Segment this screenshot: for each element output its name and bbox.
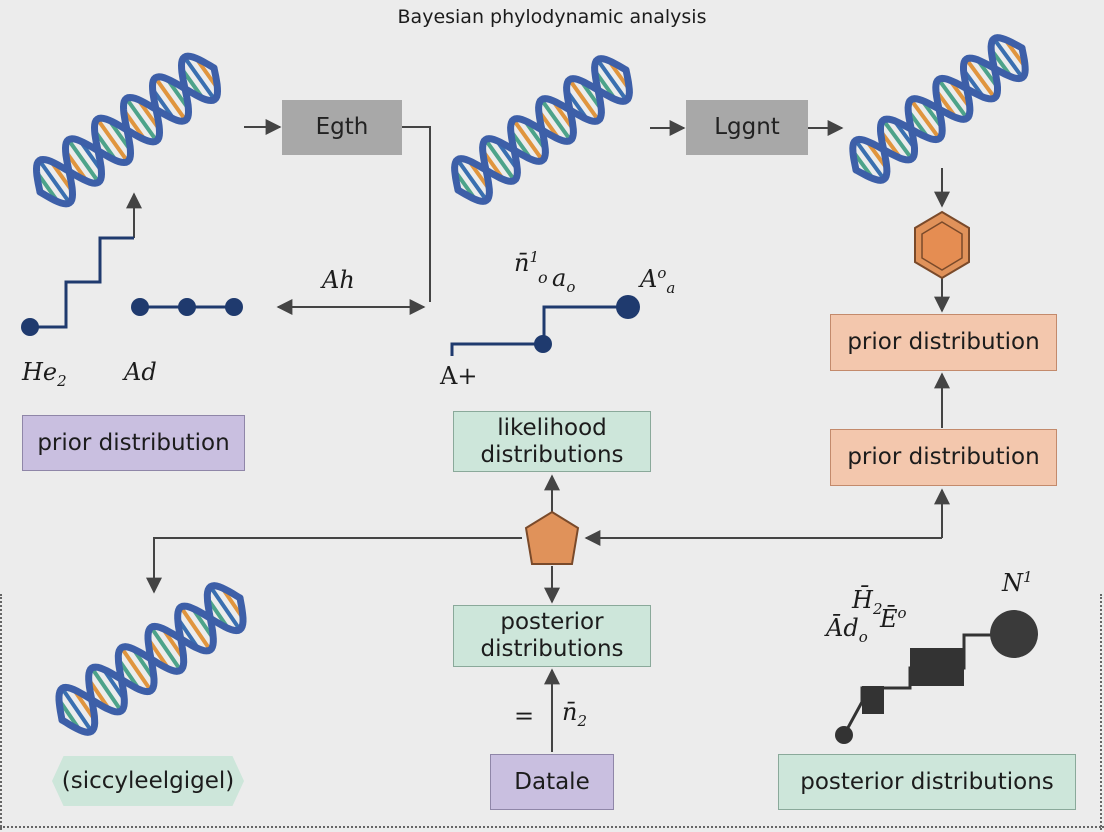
box-egth: Egth xyxy=(282,100,402,155)
dna-base-pair xyxy=(511,117,545,163)
label-N1: N1 xyxy=(1002,568,1033,597)
step-graph-bottom-right xyxy=(835,610,1038,744)
box-posterior-distributions-right: posterior distributions xyxy=(778,754,1076,810)
dna-base-pair xyxy=(119,645,153,693)
box-datale: Datale xyxy=(490,754,614,810)
dna-base-pair xyxy=(208,584,242,632)
box-prior-distribution-right-mid: prior distribution xyxy=(830,429,1057,486)
dna-base-pair xyxy=(853,138,887,182)
dna-backbone xyxy=(451,66,633,194)
label-equals: = xyxy=(514,702,535,730)
label-ah: Ah xyxy=(322,266,355,294)
label-a-o: ao xyxy=(552,264,576,296)
dna-base-pair xyxy=(66,137,101,185)
label-Ad-o: Ādo xyxy=(826,614,868,646)
dna-base-pair xyxy=(991,36,1025,80)
box-posterior-distributions-center: posterior distributions xyxy=(453,605,651,667)
box-lggnt: Lggnt xyxy=(686,100,808,155)
box-prior-distribution-right-top: prior distribution xyxy=(830,314,1057,371)
label-H2: H̄2 xyxy=(852,586,883,618)
dna-base-pair xyxy=(182,55,217,102)
dna-backbone xyxy=(849,44,1029,174)
node-left-root xyxy=(21,318,39,336)
label-n2: n̄2 xyxy=(562,698,588,730)
arrow-hexagon-to-left xyxy=(146,537,522,594)
label-n1: n̄1 xyxy=(514,248,540,277)
box-siccyleelgigel: (siccyleelgigel) xyxy=(52,756,244,806)
dna-base-pair xyxy=(908,97,942,141)
dna-base-pair xyxy=(936,77,970,121)
label-o-sub: o xyxy=(538,268,548,287)
dna-helix-top-center xyxy=(451,55,633,205)
dna-base-pair xyxy=(178,605,213,652)
dna-base-pair xyxy=(149,625,183,673)
frame-right-edge xyxy=(1100,594,1104,830)
dna-base-pair xyxy=(95,117,130,164)
frame-left-edge xyxy=(0,594,4,830)
hexagon-icon-right xyxy=(914,210,970,280)
dna-base-pair xyxy=(483,137,517,183)
box-likelihood-distributions: likelihood distributions xyxy=(453,411,651,472)
step-tree-left xyxy=(30,236,134,329)
dna-helix-bottom-left xyxy=(55,582,247,736)
node-center-b xyxy=(616,295,640,319)
dna-base-pair xyxy=(153,75,188,123)
dna-base-pair xyxy=(455,157,489,203)
label-A-o-a: Aoa xyxy=(640,264,676,297)
dna-backbone xyxy=(32,64,222,196)
dna-base-pair xyxy=(60,686,94,734)
frame-bottom-edge xyxy=(0,826,1104,828)
pentagon-icon-center xyxy=(524,510,580,565)
connector-egth-down xyxy=(402,126,431,302)
dna-base-pair xyxy=(964,57,997,100)
label-ad: Ad xyxy=(124,358,157,386)
diagram-title: Bayesian phylodynamic analysis xyxy=(397,6,707,28)
dna-base-pair xyxy=(567,77,601,123)
dna-backbone xyxy=(55,594,247,724)
dna-base-pair xyxy=(881,118,914,161)
dna-base-pair xyxy=(595,57,629,103)
dna-helix-top-left xyxy=(32,52,222,208)
dna-base-pair xyxy=(124,96,159,143)
box-prior-distribution-left: prior distribution xyxy=(22,415,245,471)
label-a-plus: A+ xyxy=(440,362,478,390)
dna-base-pair xyxy=(539,97,573,143)
node-center-a xyxy=(534,335,552,353)
label-he2: He2 xyxy=(22,358,67,390)
label-E-o: Ēo xyxy=(880,604,907,633)
chain-nodes-left xyxy=(131,298,243,316)
dna-helix-top-right xyxy=(849,34,1029,184)
dna-base-pair xyxy=(89,666,124,713)
dna-base-pair xyxy=(37,158,72,205)
